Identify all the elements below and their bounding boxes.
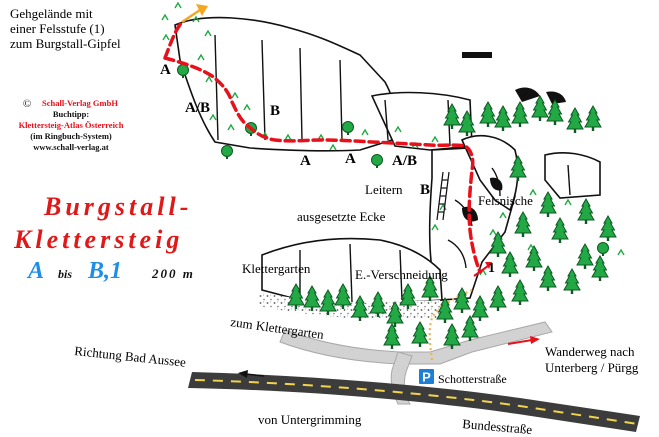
- klettergarten-label: Klettergarten: [242, 261, 311, 276]
- bad-aussee-arrow-icon: [238, 370, 265, 378]
- schotterstrasse-label: Schotterstraße: [438, 372, 507, 386]
- summit-label-line3: zum Burgstall-Gipfel: [10, 36, 121, 51]
- summit-label-line2: einer Felsstufe (1): [10, 21, 105, 36]
- publisher-credit: © Schall-Verlag GmbH Buchtipp: Kletterst…: [19, 98, 124, 152]
- publisher-tip-label: Buchtipp:: [53, 109, 90, 119]
- bundesstrasse-label: Bundesstraße: [462, 416, 533, 437]
- verschneidung-pointer-icon: [473, 262, 492, 277]
- publisher-system: (im Ringbuch-System): [30, 131, 112, 141]
- parking-sign: P: [419, 369, 434, 385]
- title-line2: Klettersteig: [13, 225, 183, 254]
- publisher-book: Klettersteig-Atlas Österreich: [19, 120, 124, 130]
- summit-arrow-icon: [181, 4, 208, 24]
- federal-road: [188, 372, 640, 432]
- felsnische-label: Felsnische: [478, 193, 533, 208]
- rock-cavities: [462, 52, 566, 222]
- summit-label-line1: Gehgelände mit: [10, 6, 93, 21]
- title-grade-b: B,1: [87, 258, 122, 284]
- publisher-url: www.schall-verlag.at: [33, 142, 109, 152]
- rock-faces: [174, 16, 601, 306]
- leitern-label: Leitern: [365, 182, 403, 197]
- klettersteig-route: [163, 20, 482, 274]
- map-title: Burgstall- Klettersteig A bis B,1 200 m: [13, 192, 195, 284]
- grade-b-leitern: B: [420, 182, 430, 198]
- ladder-icon: [436, 171, 450, 221]
- copyright-icon: ©: [23, 98, 31, 110]
- grade-ab-left: A/B: [185, 100, 210, 116]
- parking-label: P: [422, 370, 431, 385]
- roads: [188, 321, 640, 432]
- grade-a-low2: A: [345, 151, 356, 167]
- grade-a-top: A: [160, 62, 171, 78]
- wanderweg-arrow-icon: [507, 336, 540, 345]
- ausgesetzte-ecke-label: ausgesetzte Ecke: [297, 209, 386, 224]
- title-grade-connector: bis: [58, 267, 72, 281]
- verschneidung-label: E.-Verschneidung: [355, 267, 448, 282]
- grade-a-low1: A: [300, 153, 311, 169]
- wanderweg-label-line2: Unterberg / Pürgg: [545, 360, 639, 375]
- federal-road-centerline: [194, 379, 639, 425]
- grade-ab-right: A/B: [392, 153, 417, 169]
- richtung-bad-aussee-label: Richtung Bad Aussee: [74, 343, 187, 370]
- grade-b-mid: B: [270, 103, 280, 119]
- title-grade-a: A: [26, 258, 44, 284]
- zum-klettergarten-label: zum Klettergarten: [230, 314, 326, 342]
- von-untergrimming-label: von Untergrimming: [258, 412, 362, 427]
- pitch-one-label: 1: [488, 261, 495, 276]
- title-line1: Burgstall-: [43, 192, 192, 221]
- title-time: 200 m: [151, 266, 195, 281]
- publisher-name: Schall-Verlag GmbH: [42, 98, 118, 108]
- side-road: [279, 321, 553, 365]
- footpath: [428, 289, 473, 361]
- wanderweg-label-line1: Wanderweg nach: [545, 344, 635, 359]
